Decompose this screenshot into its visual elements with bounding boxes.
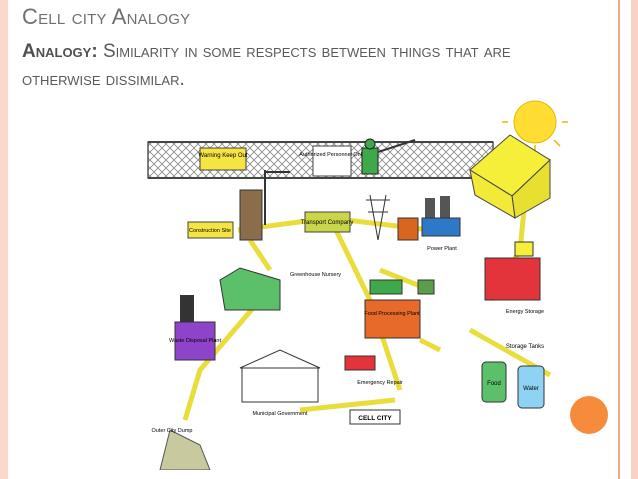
transport-label: Transport Company [301,220,354,226]
warning-sign: Warning Keep Out [198,147,248,171]
construction-label: Construction Site [189,228,231,234]
authorized-sign: Authorized Personnel Only [299,145,365,177]
food-tank-label: Food [487,381,501,387]
authorized-label: Authorized Personnel Only [299,152,365,158]
emergency-repair: Emergency Repair [344,355,403,386]
outer-city-dump: Outer City Dump [152,428,211,470]
storage-tanks-label: Storage Tanks [506,344,544,350]
greenhouse-label: Greenhouse Nursery [290,272,341,278]
guard-icon [361,138,416,175]
dump-label: Outer City Dump [152,428,193,434]
left-border [0,0,8,479]
warning-label: Warning Keep Out [198,153,247,159]
control-center [469,134,551,219]
transmission-tower-icon [366,194,390,241]
definition: Analogy: Similarity in some respects bet… [22,38,582,94]
power-plant: Power Plant [397,196,461,252]
water-tank-label: Water [523,386,539,392]
municipal-government: Municipal Government [239,349,321,417]
definition-text: Similarity in some respects between thin… [22,41,511,90]
food-plant-label: Food Processing Plant [364,311,420,317]
cell-city-sign: CELL CITY [349,409,401,425]
construction-site: Construction Site [187,170,290,241]
accent-dot [570,396,608,434]
right-accent-line [618,0,620,479]
storage-tanks: Storage Tanks Food Water [481,344,545,409]
slide-title: Cell city Analogy [22,4,191,29]
sun-icon [502,100,568,152]
food-processing-plant: Food Processing Plant [364,279,435,339]
transport-company: Transport Company [301,211,354,233]
emergency-label: Emergency Repair [357,380,403,386]
greenhouse: Greenhouse Nursery [219,267,341,311]
waste-plant-label: Waste Disposal Plant [169,338,222,344]
energy-storage-label: Energy Storage [506,309,544,315]
waste-disposal-plant: Waste Disposal Plant [169,295,222,361]
power-plant-label: Power Plant [427,246,457,252]
definition-term: Analogy: [22,41,98,62]
energy-storage: Energy Storage [484,241,544,315]
cell-city-label: CELL CITY [358,415,392,422]
municipal-label: Municipal Government [252,411,307,417]
cell-city-diagram: Warning Keep Out Authorized Personnel On… [147,100,568,470]
right-border [631,0,638,479]
